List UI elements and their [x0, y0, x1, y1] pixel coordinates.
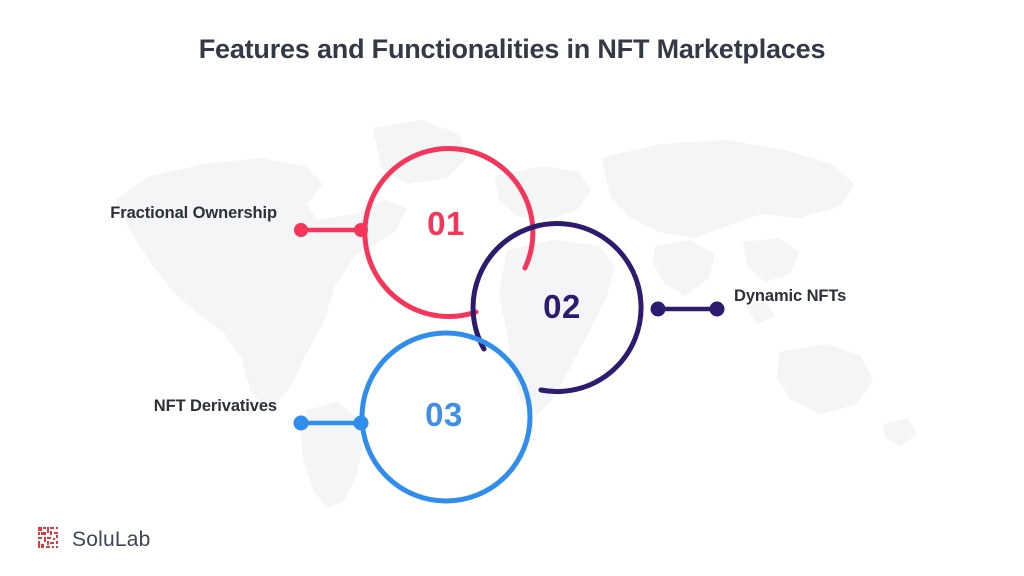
ring-number-01: 01	[427, 205, 465, 242]
logo-text: SoluLab	[72, 527, 151, 551]
connector-dynamic-nfts	[650, 301, 725, 317]
ring-number-03: 03	[425, 396, 463, 433]
ring-number-02: 02	[543, 288, 581, 325]
solulab-qr-mark	[38, 527, 58, 548]
label-nft-derivatives: NFT Derivatives	[153, 397, 277, 415]
label-dynamic-nfts: Dynamic NFTs	[734, 287, 847, 305]
solulab-logo[interactable]: SoluLab	[38, 527, 150, 552]
label-fractional-ownership: Fractional Ownership	[110, 204, 277, 222]
page-title: Features and Functionalities in NFT Mark…	[198, 34, 826, 64]
connector-nft-derivatives	[293, 415, 369, 431]
connector-fractional-ownership	[294, 223, 368, 237]
